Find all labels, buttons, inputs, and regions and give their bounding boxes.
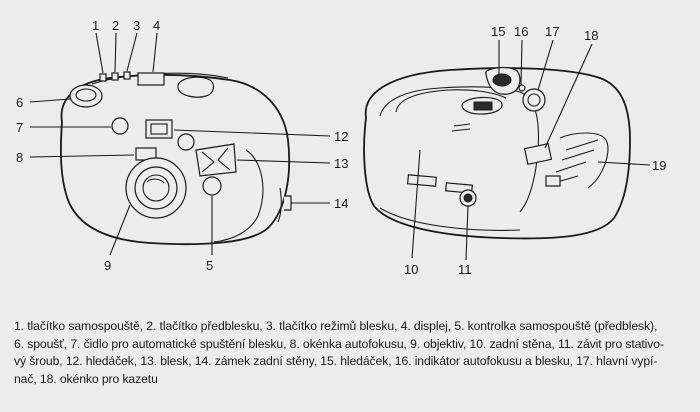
back-labels: 15 16 17 18 19 10 11 [404, 24, 666, 277]
caption-line: 6. spoušť, 7. čidlo pro automatické spuš… [14, 336, 664, 351]
camera-diagram: 1 2 3 4 6 7 8 12 13 14 9 5 [16, 18, 666, 277]
label-16: 16 [514, 24, 528, 39]
label-7: 7 [16, 120, 23, 135]
back-leader-lines [411, 39, 651, 261]
label-1: 1 [92, 18, 99, 33]
label-6: 6 [16, 95, 23, 110]
label-13: 13 [334, 156, 348, 171]
caption-line: 1. tlačítko samospouště, 2. tlačítko pře… [14, 319, 658, 333]
label-5: 5 [206, 258, 213, 273]
label-15: 15 [491, 24, 505, 39]
caption-line: nač, 18. okénko pro kazetu [14, 371, 158, 386]
label-3: 3 [133, 18, 140, 33]
label-19: 19 [652, 158, 666, 173]
label-11: 11 [458, 262, 472, 277]
label-17: 17 [545, 24, 559, 39]
legend-caption: 1. tlačítko samospouště, 2. tlačítko pře… [14, 318, 690, 388]
back-camera-drawing [363, 66, 631, 240]
label-9: 9 [104, 258, 111, 273]
label-8: 8 [16, 150, 23, 165]
caption-line: vý šroub, 12. hledáček, 13. blesk, 14. z… [14, 354, 658, 368]
label-12: 12 [334, 129, 348, 144]
label-2: 2 [112, 18, 119, 33]
front-camera-drawing [59, 71, 292, 246]
label-4: 4 [153, 18, 160, 33]
label-14: 14 [334, 196, 348, 211]
front-labels: 1 2 3 4 6 7 8 12 13 14 9 5 [16, 18, 348, 273]
label-18: 18 [584, 28, 598, 43]
front-leader-lines [29, 32, 331, 256]
label-10: 10 [404, 262, 418, 277]
